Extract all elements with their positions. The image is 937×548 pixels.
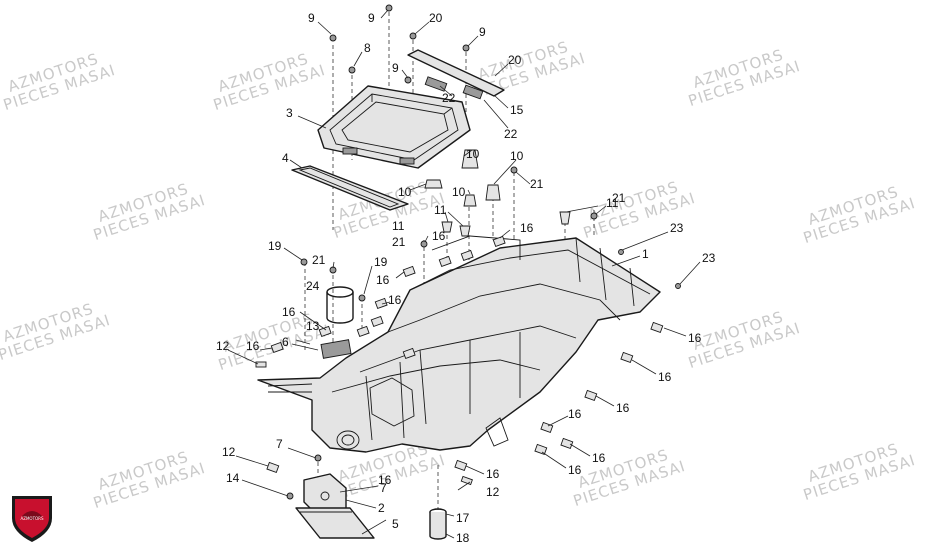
callout-7: 7 <box>380 481 387 495</box>
callout-17: 17 <box>456 511 470 525</box>
callout-10: 10 <box>466 147 480 161</box>
callout-20: 20 <box>508 53 522 67</box>
callout-16: 16 <box>520 221 534 235</box>
callout-16: 16 <box>592 451 606 465</box>
watermark: AZMOTORS PIECES MASAI <box>801 183 918 248</box>
callout-9: 9 <box>392 61 399 75</box>
callout-12: 12 <box>486 485 500 499</box>
part-plate-5 <box>295 507 375 539</box>
watermark: AZMOTORS PIECES MASAI <box>0 300 113 365</box>
callout-11: 11 <box>606 196 619 210</box>
watermark: AZMOTORS PIECES MASAI <box>91 448 208 513</box>
callout-16: 16 <box>378 473 392 487</box>
callout-13: 13 <box>306 319 320 333</box>
callout-19: 19 <box>268 239 282 253</box>
callout-16: 16 <box>486 467 500 481</box>
part-sleeve-17-18 <box>429 508 447 540</box>
watermark: AZMOTORS PIECES MASAI <box>91 180 208 245</box>
callout-4: 4 <box>282 151 289 165</box>
brand-logo: AZMOTORS <box>12 496 52 542</box>
callout-6: 6 <box>282 335 289 349</box>
callout-23: 23 <box>670 221 684 235</box>
callout-16: 16 <box>568 407 582 421</box>
callout-8: 8 <box>364 41 371 55</box>
callout-16: 16 <box>388 293 402 307</box>
part-cylinder-24 <box>326 286 354 324</box>
callout-11: 11 <box>392 219 405 233</box>
callout-5: 5 <box>392 517 399 531</box>
callout-16: 16 <box>432 229 446 243</box>
watermark: AZMOTORS PIECES MASAI <box>216 310 333 375</box>
callout-16: 16 <box>568 463 582 477</box>
callout-23: 23 <box>702 251 716 265</box>
callout-11: 11 <box>434 203 447 217</box>
callout-16: 16 <box>282 305 296 319</box>
callout-15: 15 <box>510 103 524 117</box>
callout-1: 1 <box>642 247 649 261</box>
callout-16: 16 <box>658 370 672 384</box>
callout-21: 21 <box>612 191 626 205</box>
callout-16: 16 <box>616 401 630 415</box>
callout-7: 7 <box>276 437 283 451</box>
watermark: AZMOTORS PIECES MASAI <box>801 440 918 505</box>
callout-10: 10 <box>510 149 524 163</box>
callout-2: 2 <box>378 501 385 515</box>
logo-text: AZMOTORS <box>21 516 44 521</box>
callout-22: 22 <box>504 127 518 141</box>
callout-18: 18 <box>456 531 470 545</box>
callout-12: 12 <box>222 445 236 459</box>
callout-16: 16 <box>376 273 390 287</box>
watermark: AZMOTORS PIECES MASAI <box>1 50 118 115</box>
watermark: AZMOTORS PIECES MASAI <box>211 50 328 115</box>
callout-3: 3 <box>286 106 293 120</box>
callout-9: 9 <box>479 25 486 39</box>
callout-16: 16 <box>688 331 702 345</box>
callout-10: 10 <box>398 185 412 199</box>
part-gasket <box>291 165 409 211</box>
callout-10: 10 <box>452 185 466 199</box>
callout-21: 21 <box>392 235 406 249</box>
watermark: AZMOTORS PIECES MASAI <box>686 46 803 111</box>
callout-19: 19 <box>374 255 388 269</box>
callout-9: 9 <box>308 11 315 25</box>
part-main-frame <box>257 235 661 453</box>
callout-21: 21 <box>530 177 544 191</box>
logo-emblem-icon <box>22 511 42 520</box>
callout-20: 20 <box>429 11 443 25</box>
leader-lines <box>227 9 701 539</box>
part-tray-cover <box>317 85 471 169</box>
callout-24: 24 <box>306 279 320 293</box>
callouts: 9 9 20 9 8 9 20 22 15 22 3 4 10 10 21 10… <box>216 11 716 545</box>
callout-22: 22 <box>442 91 456 105</box>
callout-16: 16 <box>246 339 260 353</box>
callout-9: 9 <box>368 11 375 25</box>
callout-12: 12 <box>216 339 230 353</box>
callout-21: 21 <box>312 253 326 267</box>
callout-14: 14 <box>226 471 240 485</box>
clip-nuts <box>255 235 664 486</box>
watermark: AZMOTORS PIECES MASAI <box>571 446 688 511</box>
